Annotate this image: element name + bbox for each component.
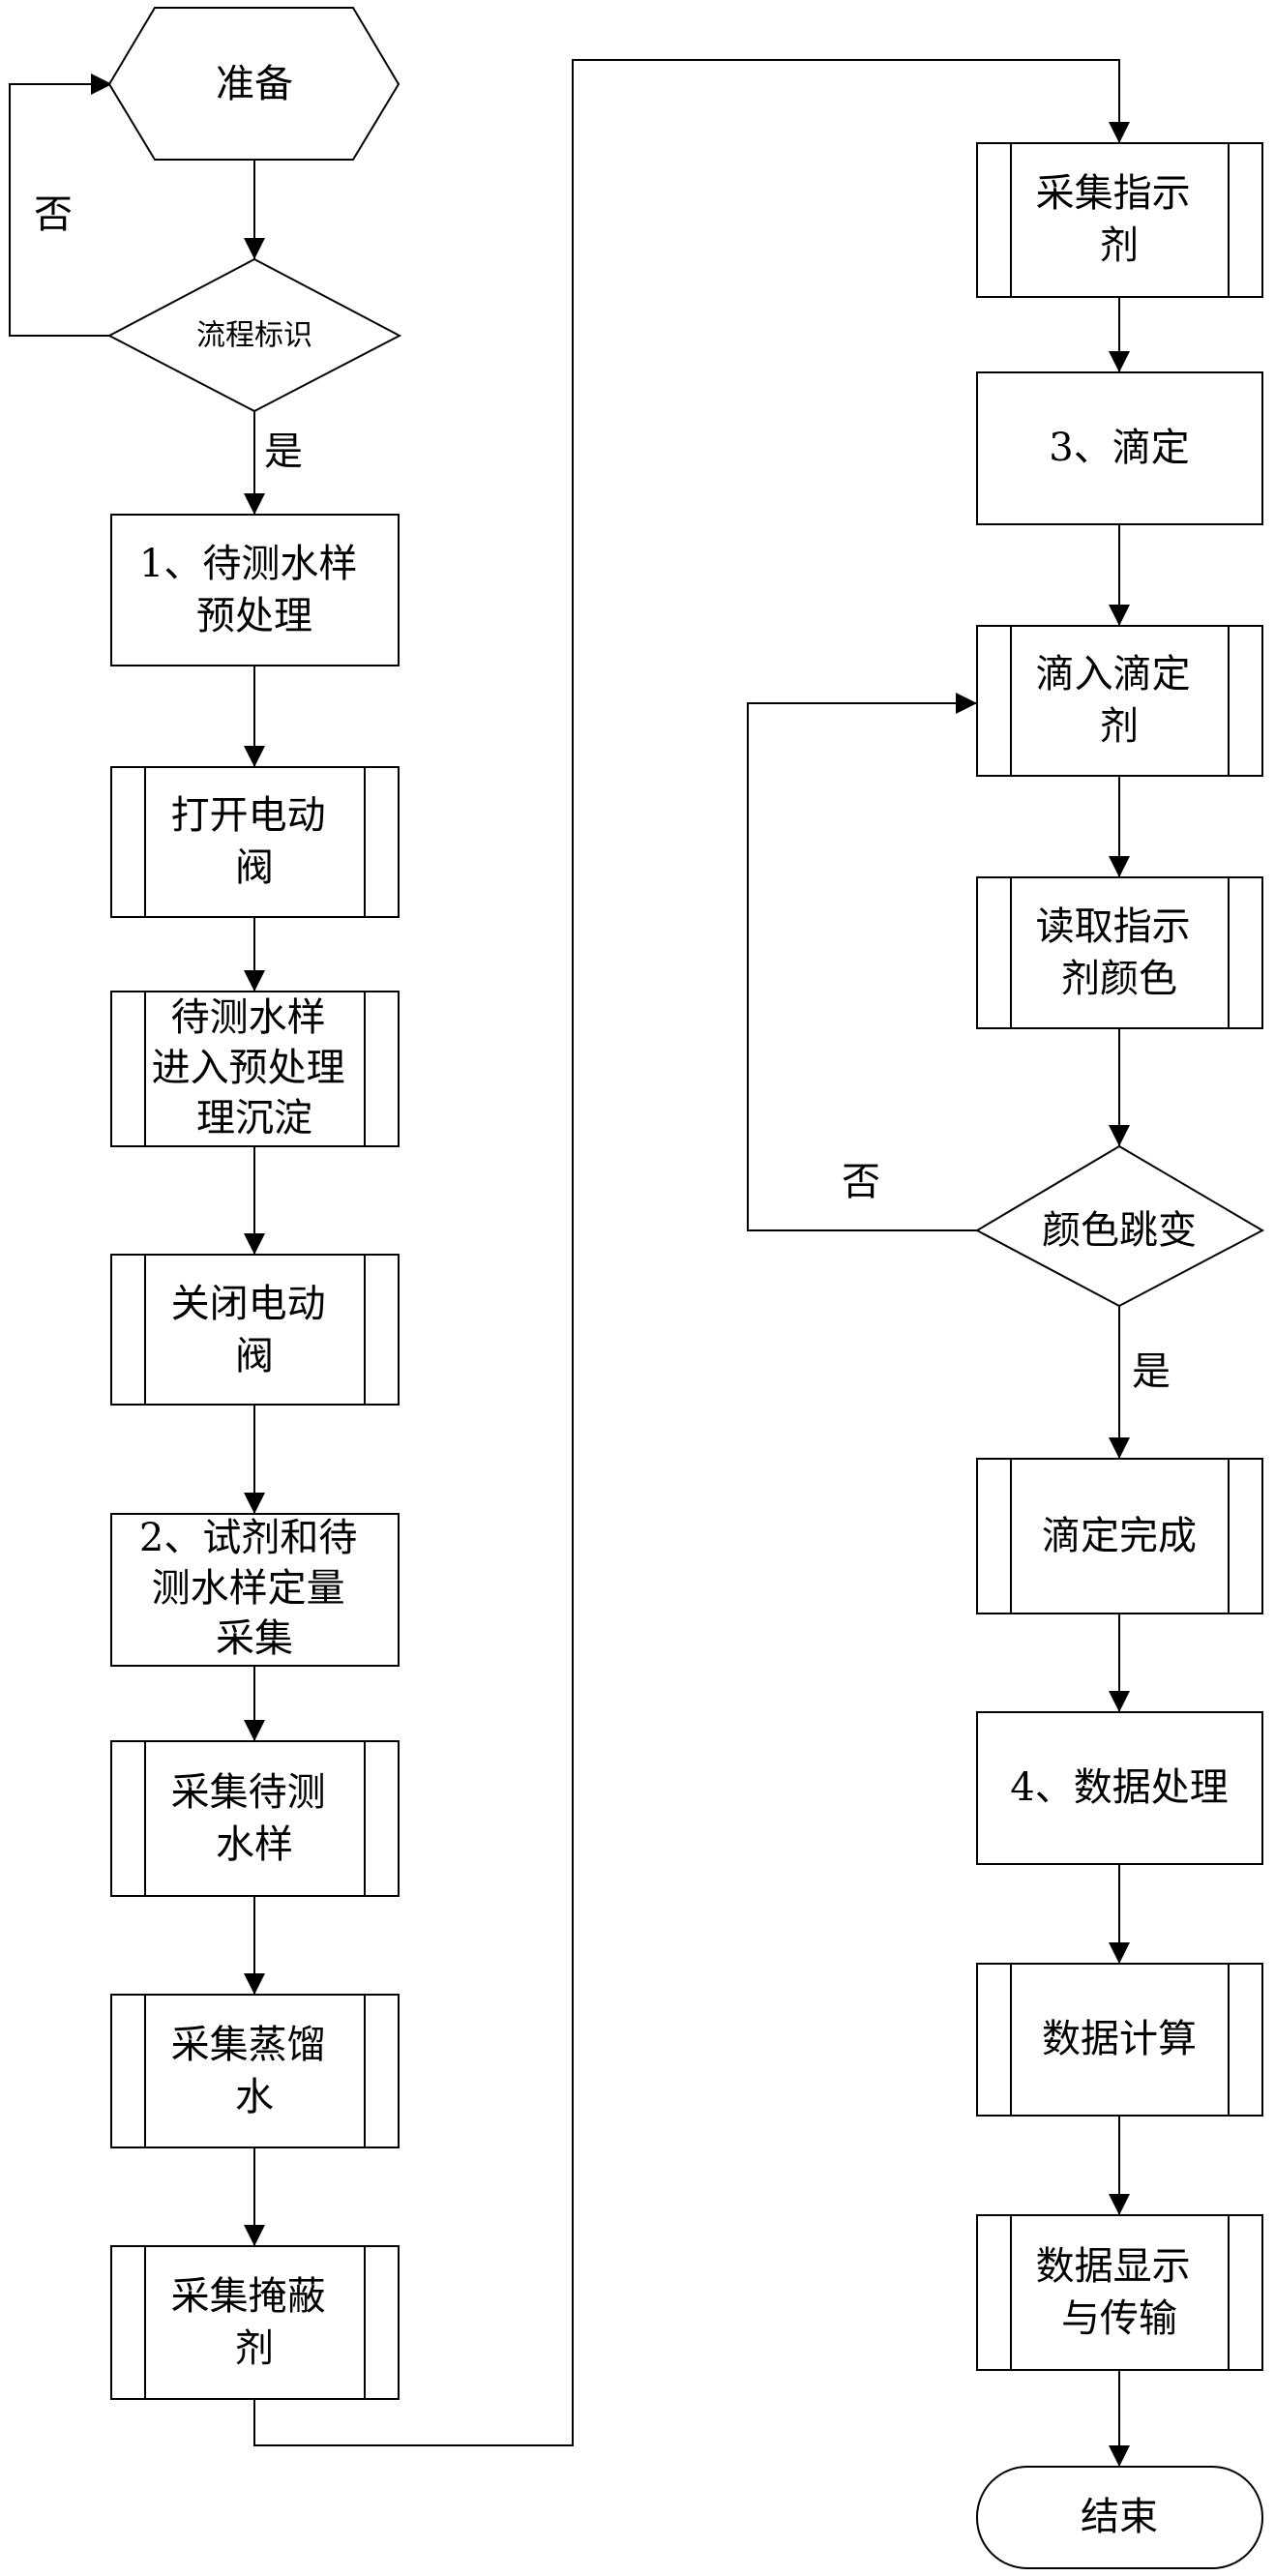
edge-masking-to-indicator <box>253 59 1130 2446</box>
node-drip-titrant-line2: 剂 <box>1100 704 1139 749</box>
color-change-yes-label: 是 <box>1132 1349 1171 1394</box>
node-read-color-line2: 剂颜色 <box>1061 957 1177 1001</box>
node-enter-pretreatment-line1: 待测水样 <box>171 995 326 1040</box>
node-step1-line2: 预处理 <box>196 594 312 638</box>
node-collect-masking-line1: 采集掩蔽 <box>171 2274 326 2319</box>
node-read-color-label: 读取指示 剂颜色 <box>1036 904 1203 1001</box>
node-step2-line2: 测水样定量 <box>152 1566 345 1611</box>
node-collect-distilled-line2: 水 <box>235 2075 274 2119</box>
node-step2-line1: 2、试剂和待 <box>139 1516 357 1560</box>
node-step1-line1: 1、待测水样 <box>139 542 357 586</box>
node-enter-pretreatment-line2: 进入预处理 <box>152 1046 345 1090</box>
node-close-valve-line1: 关闭电动 <box>171 1282 326 1326</box>
node-data-display-label: 数据显示 与传输 <box>1036 2244 1203 2341</box>
node-close-valve-label: 关闭电动 阀 <box>171 1282 339 1378</box>
node-step4-label: 4、数据处理 <box>1010 1765 1228 1810</box>
node-drip-titrant-line1: 滴入滴定 <box>1036 652 1191 696</box>
node-collect-water-label: 采集待测 水样 <box>171 1770 339 1867</box>
node-enter-pretreatment: 待测水样 进入预处理 理沉淀 <box>110 991 400 1147</box>
color-change-no-label: 否 <box>842 1160 880 1204</box>
node-end: 结束 <box>976 2466 1263 2569</box>
node-data-display-line1: 数据显示 <box>1036 2244 1191 2289</box>
node-data-display-transmission: 数据显示 与传输 <box>976 2214 1263 2371</box>
node-collect-water-sample: 采集待测 水样 <box>110 1740 400 1897</box>
node-step1-pretreatment: 1、待测水样 预处理 <box>110 514 400 666</box>
node-collect-water-line2: 水样 <box>216 1822 293 1867</box>
node-titration-done: 滴定完成 <box>976 1458 1263 1614</box>
node-step4-data-processing: 4、数据处理 <box>976 1711 1263 1865</box>
node-flow-check-label: 流程标识 <box>196 319 312 353</box>
node-enter-pretreatment-line3: 理沉淀 <box>196 1096 312 1140</box>
node-close-valve: 关闭电动 阀 <box>110 1254 400 1406</box>
node-end-label: 结束 <box>1081 2495 1158 2539</box>
node-open-valve-label: 打开电动 阀 <box>171 793 339 890</box>
node-prepare-label: 准备 <box>216 62 293 106</box>
node-data-calculation-label: 数据计算 <box>1042 2017 1197 2061</box>
node-prepare: 准备 <box>107 7 400 161</box>
node-step3-label: 3、滴定 <box>1049 426 1189 470</box>
node-collect-masking-agent: 采集掩蔽 剂 <box>110 2245 400 2400</box>
node-collect-distilled-label: 采集蒸馏 水 <box>171 2023 339 2119</box>
node-enter-pretreatment-label: 待测水样 进入预处理 理沉淀 <box>152 995 358 1140</box>
node-data-display-line2: 与传输 <box>1061 2296 1177 2341</box>
node-collect-indicator: 采集指示 剂 <box>976 142 1263 298</box>
edge-flowcheck-no-loop <box>9 74 112 337</box>
flow-check-yes-label: 是 <box>264 429 303 474</box>
node-drip-titrant: 滴入滴定 剂 <box>976 625 1263 777</box>
node-data-calculation: 数据计算 <box>976 1963 1263 2117</box>
node-collect-masking-line2: 剂 <box>235 2326 274 2371</box>
node-flow-check: 流程标识 <box>106 257 402 413</box>
flow-check-no-label: 否 <box>34 192 73 237</box>
node-step2-line3: 采集 <box>216 1616 293 1661</box>
node-open-valve: 打开电动 阀 <box>110 766 400 918</box>
node-collect-distilled-line1: 采集蒸馏 <box>171 2023 326 2067</box>
node-open-valve-line2: 阀 <box>235 845 274 890</box>
node-collect-indicator-line1: 采集指示 <box>1036 171 1191 216</box>
node-read-indicator-color: 读取指示 剂颜色 <box>976 876 1263 1029</box>
node-collect-masking-label: 采集掩蔽 剂 <box>171 2274 339 2371</box>
node-close-valve-line2: 阀 <box>235 1334 274 1378</box>
edge-colorchange-no-loop <box>747 693 977 1231</box>
node-step2-quantitative-sampling: 2、试剂和待 测水样定量 采集 <box>110 1513 400 1667</box>
node-collect-water-line1: 采集待测 <box>171 1770 326 1815</box>
node-collect-indicator-line2: 剂 <box>1100 223 1139 268</box>
node-open-valve-line1: 打开电动 <box>171 793 326 838</box>
node-collect-distilled-water: 采集蒸馏 水 <box>110 1994 400 2148</box>
node-color-change: 颜色跳变 <box>974 1144 1265 1308</box>
node-collect-indicator-label: 采集指示 剂 <box>1036 171 1203 268</box>
node-titration-done-label: 滴定完成 <box>1042 1514 1197 1558</box>
node-read-color-line1: 读取指示 <box>1036 904 1191 949</box>
node-drip-titrant-label: 滴入滴定 剂 <box>1036 652 1203 749</box>
node-step1-label: 1、待测水样 预处理 <box>139 542 370 638</box>
node-step3-titration: 3、滴定 <box>976 371 1263 525</box>
node-step2-label: 2、试剂和待 测水样定量 采集 <box>139 1516 370 1661</box>
node-color-change-label: 颜色跳变 <box>1042 1208 1197 1253</box>
